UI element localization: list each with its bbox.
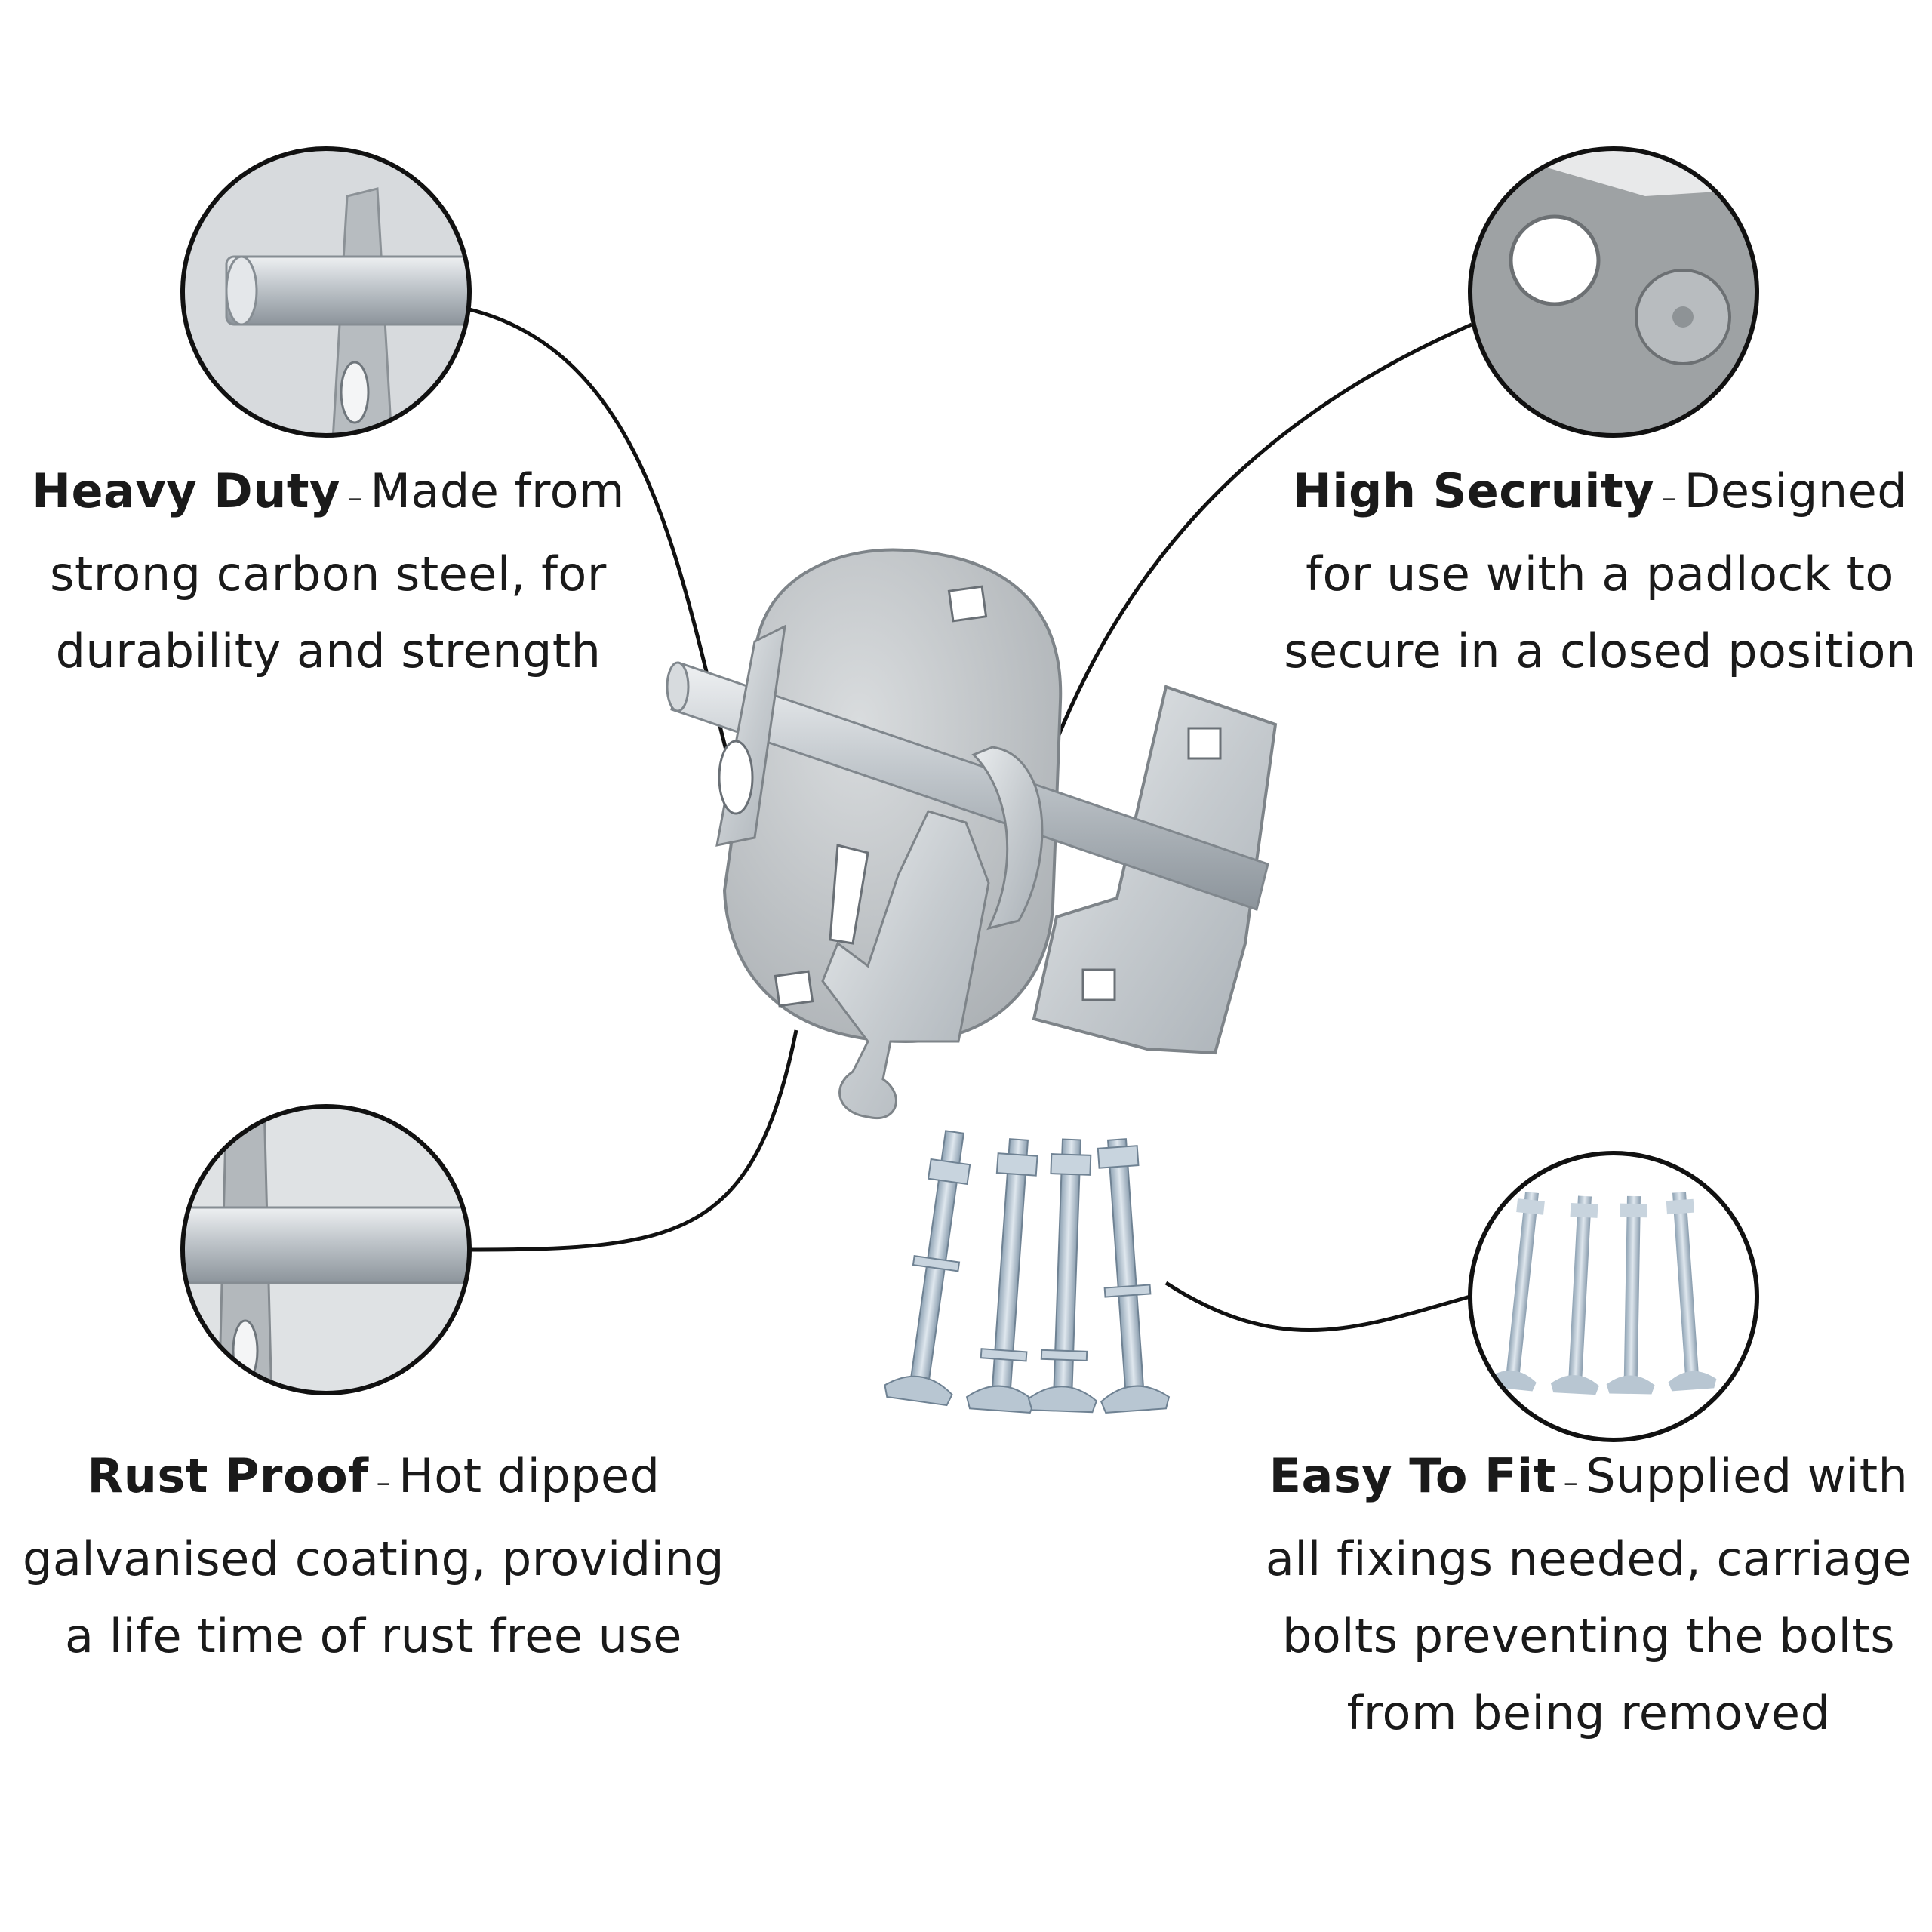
flange-hole [718,740,754,815]
caption-high-security-line-2: for use with a padlock to [1306,546,1894,601]
keeper-screw-hole-top [1187,727,1222,760]
connector-high-security [1043,322,1472,771]
caption-heavy-duty-line-1: Made from [370,463,625,518]
caption-separator: – [376,1466,392,1499]
high-security-zoom-circle [1468,146,1759,438]
padlock-bolt-image [666,548,1278,1120]
caption-heavy-duty-first-line: Heavy Duty–Made from [15,453,641,536]
caption-easy-to-fit-line-3: bolts preventing the bolts [1281,1608,1896,1663]
keeper-screw-hole-bottom [1081,968,1116,1001]
caption-easy-to-fit-line-2: all fixings needed, carriage [1265,1531,1912,1586]
heavy-duty-zoom-circle [180,146,472,438]
caption-high-security: High Secruity–Designed for use with a pa… [1275,453,1924,690]
caption-high-security-line-1: Designed [1684,463,1908,518]
caption-separator: – [347,481,363,514]
caption-easy-to-fit: Easy To Fit–Supplied with all fixings ne… [1257,1438,1921,1752]
bolt-rod-end [666,661,690,712]
caption-heavy-duty-line-3: durability and strength [55,623,601,678]
carriage-bolt [884,1130,971,1407]
carriage-bolt [1097,1138,1171,1414]
caption-easy-to-fit-line-1: Supplied with [1586,1448,1909,1503]
plate-screw-hole-top [947,585,988,623]
plate-screw-hole-bottom [774,970,814,1008]
connector-rust-proof [469,1029,798,1252]
bolt-handle [821,810,990,1120]
caption-rust-proof-line-1: Hot dipped [398,1448,660,1503]
caption-rust-proof-first-line: Rust Proof–Hot dipped [8,1438,740,1521]
carriage-bolt [965,1138,1038,1414]
caption-rust-proof-heading: Rust Proof [87,1448,369,1503]
caption-rust-proof: Rust Proof–Hot dipped galvanised coating… [8,1438,740,1675]
caption-easy-to-fit-heading: Easy To Fit [1269,1448,1556,1503]
caption-high-security-first-line: High Secruity–Designed [1275,453,1924,536]
caption-heavy-duty-heading: Heavy Duty [32,463,340,518]
caption-high-security-line-3: secure in a closed position [1284,623,1916,678]
carriage-bolt [1027,1138,1098,1414]
connector-easy-to-fit [1164,1281,1471,1333]
caption-rust-proof-line-3: a life time of rust free use [65,1608,682,1663]
caption-easy-to-fit-first-line: Easy To Fit–Supplied with [1257,1438,1921,1521]
bolt-slot [829,844,869,945]
caption-separator: – [1563,1466,1579,1499]
easy-to-fit-zoom-circle [1468,1151,1759,1442]
caption-separator: – [1662,481,1677,514]
caption-rust-proof-line-2: galvanised coating, providing [23,1531,724,1586]
bolt-guide [971,746,1044,931]
rust-proof-zoom-circle [180,1104,472,1395]
caption-heavy-duty: Heavy Duty–Made from strong carbon steel… [15,453,641,690]
carriage-bolts-image [884,1130,1171,1414]
caption-heavy-duty-line-2: strong carbon steel, for [50,546,607,601]
caption-high-security-heading: High Secruity [1292,463,1655,518]
caption-easy-to-fit-line-4: from being removed [1346,1685,1831,1740]
